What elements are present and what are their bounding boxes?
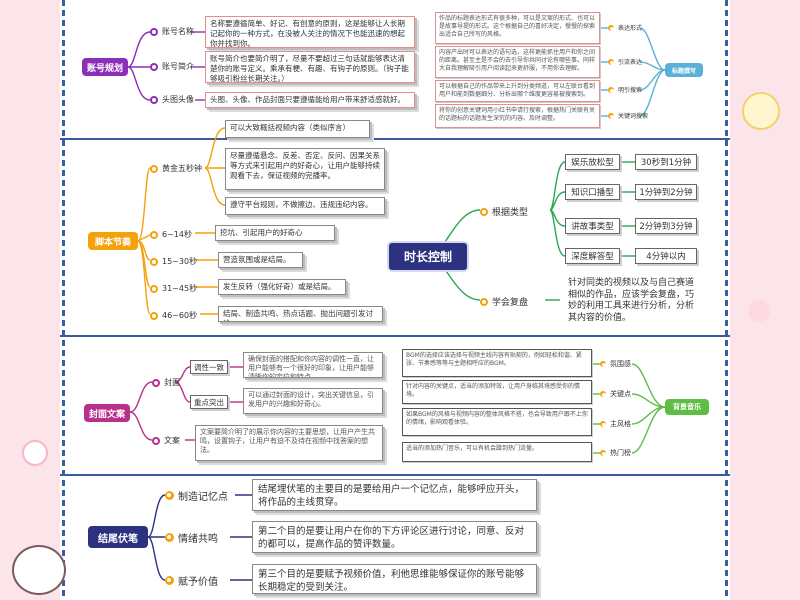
golden-suspense-text: 尽量遵循悬念、反差、否定、反问、因果关系等方式来引起用户的好奇心，让用户能够持续… <box>225 148 385 190</box>
branch-memory-point: 制造记忆点 <box>165 488 228 503</box>
range-knowledge: 1分钟到2分钟 <box>635 184 697 200</box>
branch-golden-five-seconds: 黄金五秒钟 <box>150 163 202 174</box>
circle-bullet-icon <box>150 230 158 239</box>
circle-bullet-icon <box>608 58 614 65</box>
account-intro-text: 账号简介也要简介明了，尽量不要超过三句话就能够表达清楚你的账号定义。乘承有梗、有… <box>205 51 415 83</box>
account-planning-node: 账号规划 <box>82 58 128 76</box>
branch-account-name: 账号名称 <box>150 26 194 37</box>
seg-46-60-text: 结局、制造共鸣、热点话题、抛出问题引发讨论。 <box>218 306 383 322</box>
circle-bullet-icon <box>608 86 614 93</box>
branch-seg-46-60: 46~60秒 <box>150 310 197 321</box>
circle-bullet-icon <box>480 207 488 216</box>
ending-foreshadow-node: 结尾伏笔 <box>88 526 148 548</box>
golden-rules-text: 遵守平台规则，不做擦边、违规违纪内容。 <box>225 197 385 215</box>
copy-text: 文案要简介明了的展示你内容的主要思想，让用户产生共鸣，设置钩子，让用户有迫不及待… <box>195 425 383 461</box>
circle-bullet-icon <box>600 421 606 427</box>
type-entertainment: 娱乐放松型 <box>565 154 620 170</box>
cover-tone-text: 确保封面的搭配和你内容的调性一直，让用户能够有一个很好的印象，让用户能够清晰你的… <box>243 352 383 378</box>
circle-bullet-icon <box>150 95 158 104</box>
decorative-bubble <box>22 440 48 466</box>
circle-bullet-icon <box>152 378 160 387</box>
decorative-bubble <box>748 300 770 322</box>
music-atmosphere-text: BGM的选择应该选择与视频主线内容有贴契的，例如轻松和谐、紧张、节奏感等等与主题… <box>402 349 592 377</box>
cover-highlight-text: 可以通过封面的设计，突出关键信息，引发用户的兴趣和好奇心。 <box>243 388 383 414</box>
branch-atmosphere: 氛围感 <box>600 359 631 369</box>
cover-key-highlight: 重点突出 <box>190 395 228 409</box>
branch-account-intro: 账号简介 <box>150 61 194 72</box>
branch-key-point: 关键点 <box>600 389 631 399</box>
circle-bullet-icon <box>150 284 158 293</box>
type-story: 讲故事类型 <box>565 218 620 234</box>
right-dashed-border <box>725 0 728 600</box>
section-divider <box>60 474 730 476</box>
circle-bullet-icon <box>608 24 614 31</box>
music-style-text: 如果BGM的风格与视频内容的整体风格不搭，也会导致用户跟不上你的情绪，影响观看体… <box>402 408 592 436</box>
type-deep-answer: 深度解答型 <box>565 248 620 264</box>
circle-bullet-icon <box>152 436 160 445</box>
range-story: 2分钟到3分钟 <box>635 218 697 234</box>
duration-control-center-node: 时长控制 <box>389 243 467 270</box>
memory-point-text: 结尾埋伏笔的主要目的是要给用户一个记忆点，能够呼应开头，将作品的主线贯穿。 <box>252 479 537 511</box>
circle-bullet-icon <box>600 361 606 367</box>
branch-emotional-resonance: 情绪共鸣 <box>165 530 218 545</box>
script-rhythm-node: 脚本节奏 <box>88 232 138 250</box>
branch-header-avatar: 头图头像 <box>150 94 194 105</box>
title-keyword-text: 将你的创意关键词用小红书申请行搜索，根据热门关联有关的话题标的话题发生深究的内容… <box>435 104 600 128</box>
circle-bullet-icon <box>600 450 606 456</box>
type-knowledge: 知识口播型 <box>565 184 620 200</box>
section-divider <box>60 138 730 140</box>
seg-15-30-text: 营造氛围或是结局。 <box>218 252 303 268</box>
branch-main-style: 主风格 <box>600 419 631 429</box>
header-avatar-text: 头图、头像、作品封面只要遵循能给用户带来舒适感就好。 <box>205 92 415 108</box>
background-music-node: 背景音乐 <box>665 399 709 415</box>
give-value-text: 第三个目的是要赋予视频价值，利他思维能够保证你的账号能够长期稳定的受到关注。 <box>252 564 537 594</box>
branch-title-search: 明引搜索 <box>608 85 642 94</box>
circle-bullet-icon <box>150 164 158 173</box>
circle-bullet-icon <box>150 257 158 266</box>
golden-summary-text: 可以大致概括视频内容（类似序言） <box>225 120 370 138</box>
cat-mascot-decoration <box>12 545 66 595</box>
branch-review: 学会复盘 <box>480 295 528 308</box>
circle-bullet-icon <box>165 491 174 500</box>
left-dashed-border <box>62 0 65 600</box>
circle-bullet-icon <box>600 391 606 397</box>
branch-hot-list: 热门榜 <box>600 448 631 458</box>
branch-by-type: 根据类型 <box>480 205 528 218</box>
branch-copy: 文案 <box>152 435 180 446</box>
account-name-text: 名称要遵循简单、好记、有创意的原则，这是能够让人长期记起你的一种方式，在没被人关… <box>205 16 415 48</box>
branch-cover: 封面 <box>152 377 180 388</box>
music-key-point-text: 针对内容的关键点，适当的添加特效，让用户身临其境感受你的情境。 <box>402 380 592 404</box>
title-form-text: 作品的标题表达形式有很多种，可以是文案的形式、也可以是故事导提的形式。这个根据自… <box>435 12 600 44</box>
branch-seg-15-30: 15~30秒 <box>150 256 197 267</box>
branch-title-form: 表达形式 <box>608 23 642 32</box>
title-lead-text: 内容产出时可以表达的语句选，这样更能抓住用户和你之间的距离。甚至主是不会的去引导… <box>435 46 600 78</box>
range-deep-answer: 4分钟以内 <box>635 248 697 264</box>
circle-bullet-icon <box>150 62 158 71</box>
title-writing-node: 标题撰写 <box>665 63 703 77</box>
music-hot-list-text: 适当的添加热门音乐，可以有机会蹭到热门流量。 <box>402 442 592 462</box>
branch-title-keyword: 关键词搜索 <box>608 111 648 120</box>
branch-give-value: 赋予价值 <box>165 573 218 588</box>
review-text: 针对同类的视频以及与自己赛道相似的作品，应该学会复盘，巧妙的利用工具来进行分析，… <box>568 278 695 323</box>
branch-title-lead: 引流表达 <box>608 57 642 66</box>
emotional-resonance-text: 第二个目的是要让用户在你的下方评论区进行讨论，同意、反对的都可以，提高作品的赞评… <box>252 521 537 553</box>
section-divider <box>60 335 730 337</box>
circle-bullet-icon <box>165 576 174 585</box>
circle-bullet-icon <box>608 112 614 119</box>
decorative-bubble <box>742 92 780 130</box>
seg-31-45-text: 发生反转（强化好奇）或是结局。 <box>218 279 346 295</box>
circle-bullet-icon <box>480 297 488 306</box>
branch-seg-31-45: 31~45秒 <box>150 283 197 294</box>
cover-tone-consistent: 调性一致 <box>190 360 228 374</box>
seg-6-14-text: 挖坑、引起用户的好奇心 <box>215 225 335 241</box>
range-entertainment: 30秒到1分钟 <box>635 154 697 170</box>
title-search-text: 可以根据自己的作品带来上升到分类频道，可以左联台看到用户和能到数据细分、分析出哪… <box>435 80 600 102</box>
cover-copy-node: 封面文案 <box>84 404 130 422</box>
circle-bullet-icon <box>150 27 158 36</box>
circle-bullet-icon <box>165 533 174 542</box>
branch-seg-6-14: 6~14秒 <box>150 229 192 240</box>
circle-bullet-icon <box>150 311 158 320</box>
